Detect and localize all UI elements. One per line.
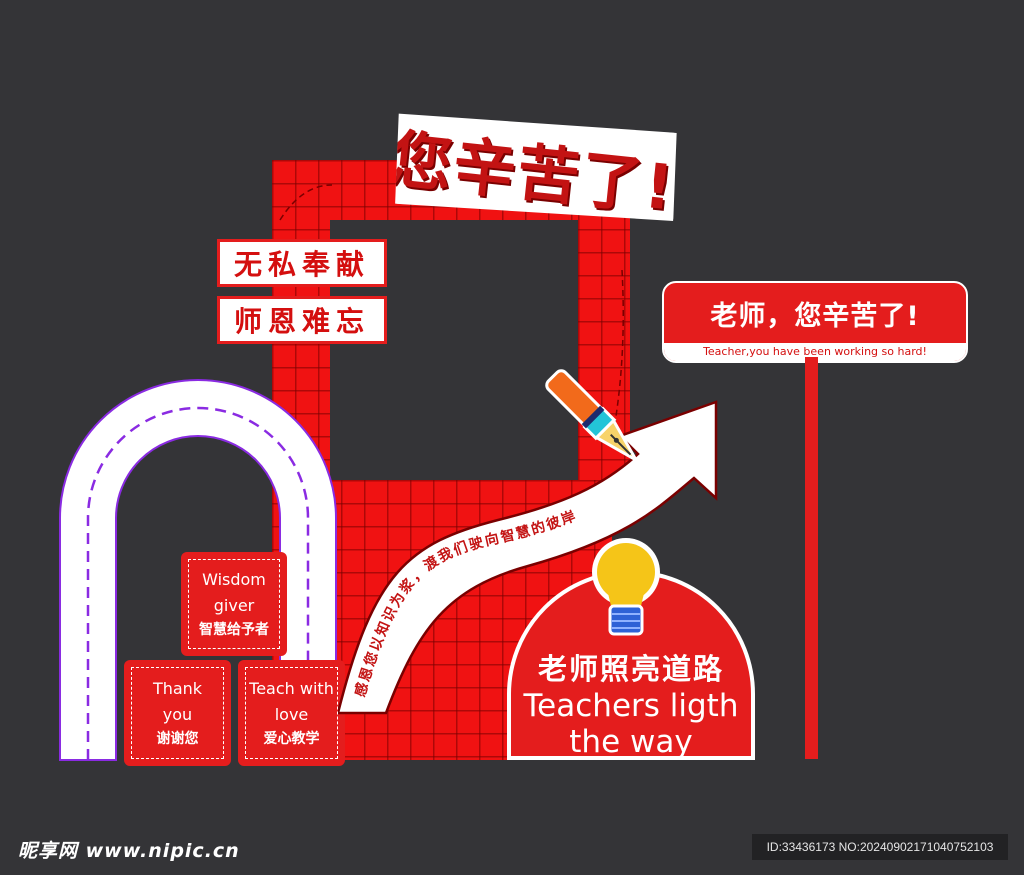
watermark-right: ID:33436173 NO:20240902171040752103 — [752, 834, 1008, 860]
card-wisdom-cn: 智慧给予者 — [199, 622, 269, 638]
card-thank-en-1: Thank — [152, 679, 203, 698]
sign-title: 老师，您辛苦了! — [710, 300, 920, 332]
sign-pole — [805, 357, 818, 759]
watermark-left: 昵享网 www.nipic.cn — [18, 840, 240, 862]
card-thank-cn: 谢谢您 — [156, 731, 199, 747]
label-gratitude-text: 师恩难忘 — [233, 305, 370, 338]
dome-text: 老师照亮道路 Teachers ligth the way — [500, 650, 762, 760]
card-teach-cn: 爱心教学 — [263, 731, 320, 747]
card-wisdom-en-2: giver — [213, 596, 255, 615]
label-box-gratitude: 师恩难忘 — [217, 296, 387, 344]
light-bulb-icon — [592, 538, 660, 636]
sign-subtitle: Teacher,you have been working so hard! — [664, 343, 966, 361]
card-teach-en-1: Teach with — [249, 679, 334, 698]
card-thank-en-2: you — [162, 705, 193, 724]
dome-lightbulb — [507, 538, 755, 760]
label-selfless-text: 无私奉献 — [233, 248, 370, 281]
dome-en-line-1: Teachers ligth — [523, 688, 739, 724]
dome-cn: 老师照亮道路 — [537, 652, 724, 686]
card-wisdom-giver: Wisdom giver 智慧给予者 — [181, 552, 287, 656]
pen-icon — [545, 369, 641, 465]
sign-board: 老师，您辛苦了! Teacher,you have been working s… — [662, 281, 968, 363]
card-teach-en-2: love — [274, 705, 309, 724]
label-box-selfless: 无私奉献 — [217, 239, 387, 287]
card-thank-you: Thank you 谢谢您 — [124, 660, 231, 766]
card-wisdom-en-1: Wisdom — [202, 570, 266, 589]
card-teach-with-love: Teach with love 爱心教学 — [238, 660, 345, 766]
dome-en-line-2: the way — [569, 724, 693, 760]
